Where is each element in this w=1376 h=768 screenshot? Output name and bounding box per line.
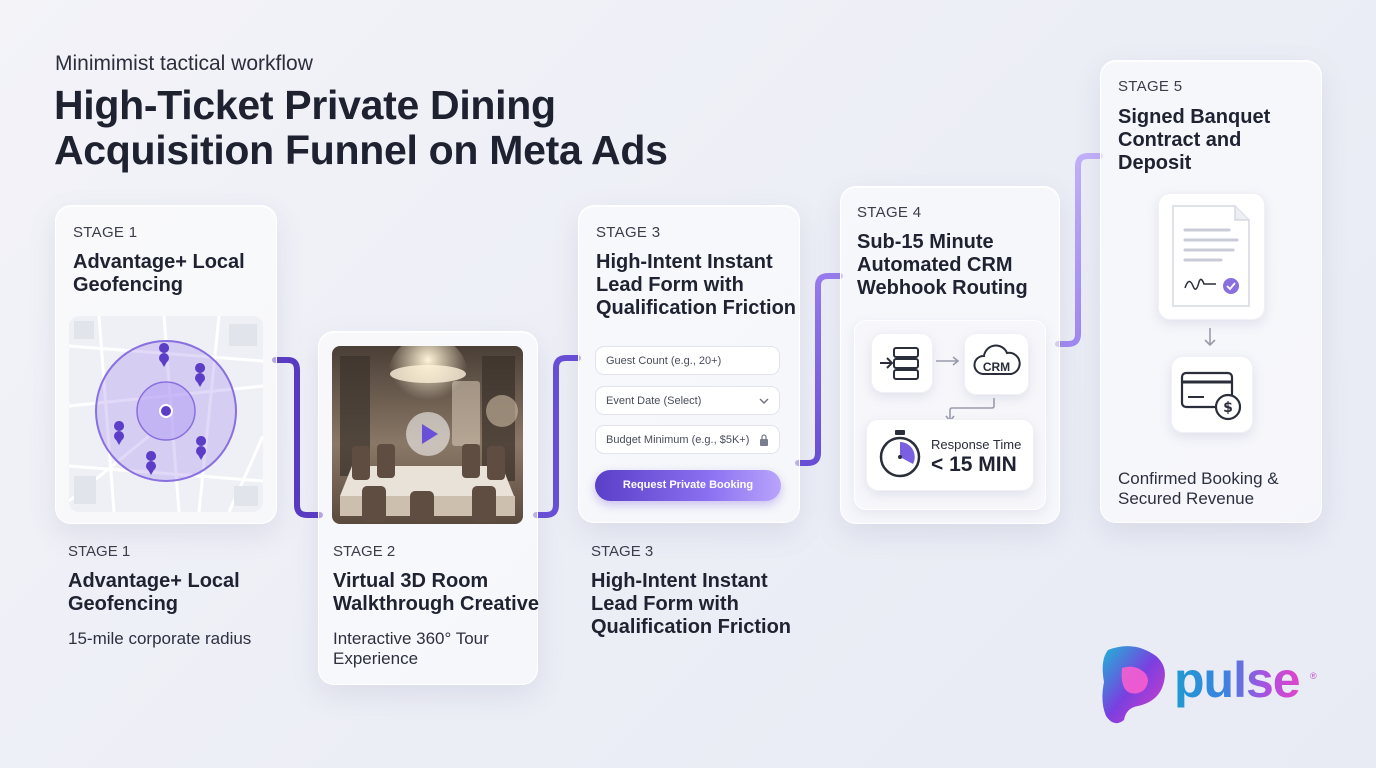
request-private-booking-button[interactable]: Request Private Booking (595, 470, 781, 501)
registered-mark: ® (1310, 671, 1317, 681)
stage-1-caption-title: Advantage+ Local Geofencing (68, 570, 240, 616)
dining-room-preview[interactable] (332, 346, 523, 524)
stage-5-footer: Confirmed Booking & Secured Revenue (1118, 469, 1279, 509)
stage-2-caption-stage: STAGE 2 (333, 543, 396, 560)
stage-5-footer-line-1: Confirmed Booking & (1118, 469, 1279, 488)
stage-4-title: Sub-15 Minute Automated CRM Webhook Rout… (857, 231, 1028, 300)
geofence-center (159, 404, 173, 418)
budget-minimum-field-text: Budget Minimum (e.g., $5K+) (606, 434, 750, 446)
connector-2-3 (533, 355, 581, 518)
stage-3-caption-title-line-1: High-Intent Instant (591, 570, 768, 592)
stage-2-caption-title: Virtual 3D Room Walkthrough Creative (333, 570, 539, 616)
stage-4-title-line-1: Sub-15 Minute (857, 231, 994, 253)
arrow-down-icon (1204, 328, 1216, 347)
stage-5-label: STAGE 5 (1118, 78, 1183, 95)
arrow-right-icon (936, 356, 960, 366)
stage-5-title-line-2: Contract and (1118, 129, 1242, 151)
response-time-label: Response Time (931, 437, 1022, 452)
stage-4-title-line-3: Webhook Routing (857, 277, 1028, 299)
stage-1-title-line-2: Geofencing (73, 274, 184, 296)
stage-1-title: Advantage+ Local Geofencing (73, 251, 245, 297)
stage-1-caption-sub: 15-mile corporate radius (68, 629, 252, 648)
response-time-badge: Response Time < 15 MIN (866, 419, 1034, 491)
guest-count-field[interactable]: Guest Count (e.g., 20+) (595, 346, 780, 375)
map-pin-icon (114, 343, 207, 461)
guest-count-field-text: Guest Count (e.g., 20+) (606, 355, 722, 367)
svg-text:$: $ (1223, 400, 1233, 416)
stage-1-card: STAGE 1 Advantage+ Local Geofencing (55, 205, 277, 524)
stage-5-footer-line-2: Secured Revenue (1118, 489, 1255, 508)
play-icon (406, 412, 450, 456)
chevron-down-icon (759, 387, 769, 428)
stage-2-caption-title-line-2: Walkthrough Creative (333, 593, 539, 615)
signed-document-icon (1158, 193, 1265, 320)
cloud-icon: CRM (964, 333, 1029, 395)
stage-5-title: Signed Banquet Contract and Deposit (1118, 106, 1270, 175)
stage-3-caption-stage: STAGE 3 (591, 543, 654, 560)
stage-3-label: STAGE 3 (596, 224, 661, 241)
stage-1-caption-title-line-1: Advantage+ Local (68, 570, 240, 592)
response-time-value: < 15 MIN (931, 453, 1017, 476)
stage-3-title-line-3: Qualification Friction (596, 297, 797, 319)
stage-3-caption-title: High-Intent Instant Lead Form with Quali… (591, 570, 791, 639)
stage-2-caption-sub-line-2: Experience (333, 649, 419, 668)
stage-2-caption-sub-line-1: Interactive 360° Tour (333, 629, 489, 648)
header-eyebrow: Minimimist tactical workflow (55, 52, 313, 75)
page-title-line-2: Acquisition Funnel on Meta Ads (54, 127, 668, 173)
pulse-logo-mark (1102, 646, 1165, 724)
stage-1-title-line-1: Advantage+ Local (73, 251, 245, 273)
lock-icon (759, 426, 769, 467)
stage-3-title-line-1: High-Intent Instant (596, 251, 773, 273)
stage-2-caption-sub: Interactive 360° Tour Experience (333, 629, 489, 669)
geofence-map (69, 316, 263, 512)
event-date-select-text: Event Date (Select) (606, 395, 702, 407)
page-title-line-1: High-Ticket Private Dining (54, 82, 556, 128)
stage-1-caption-stage: STAGE 1 (68, 543, 131, 560)
connector-1-2 (272, 357, 323, 518)
crm-label: CRM (982, 360, 1011, 374)
stage-3-title-line-2: Lead Form with (596, 274, 744, 296)
brand-name: pulse (1174, 652, 1301, 708)
stage-4-label: STAGE 4 (857, 204, 922, 221)
budget-minimum-field[interactable]: Budget Minimum (e.g., $5K+) (595, 425, 780, 454)
stage-4-title-line-2: Automated CRM (857, 254, 1013, 276)
page-title: High-Ticket Private Dining Acquisition F… (54, 83, 668, 173)
stage-5-title-line-1: Signed Banquet (1118, 106, 1271, 128)
server-icon (871, 333, 933, 393)
event-date-select[interactable]: Event Date (Select) (595, 386, 780, 415)
connector-4-5 (1055, 153, 1103, 347)
stage-3-title: High-Intent Instant Lead Form with Quali… (596, 251, 796, 320)
stage-1-label: STAGE 1 (73, 224, 138, 241)
stopwatch-icon (879, 430, 921, 478)
stage-2-card: STAGE 2 Virtual 3D Room Walkthrough Crea… (318, 331, 539, 685)
stage-3-caption-title-line-2: Lead Form with (591, 593, 739, 615)
stage-1-caption-title-line-2: Geofencing (68, 593, 179, 615)
stage-2-caption-title-line-1: Virtual 3D Room (333, 570, 489, 592)
connector-3-4 (795, 273, 843, 466)
stage-3-caption-title-line-3: Qualification Friction (591, 616, 792, 638)
stage-5-title-line-3: Deposit (1118, 152, 1192, 174)
card-dollar-icon: $ (1171, 356, 1253, 433)
